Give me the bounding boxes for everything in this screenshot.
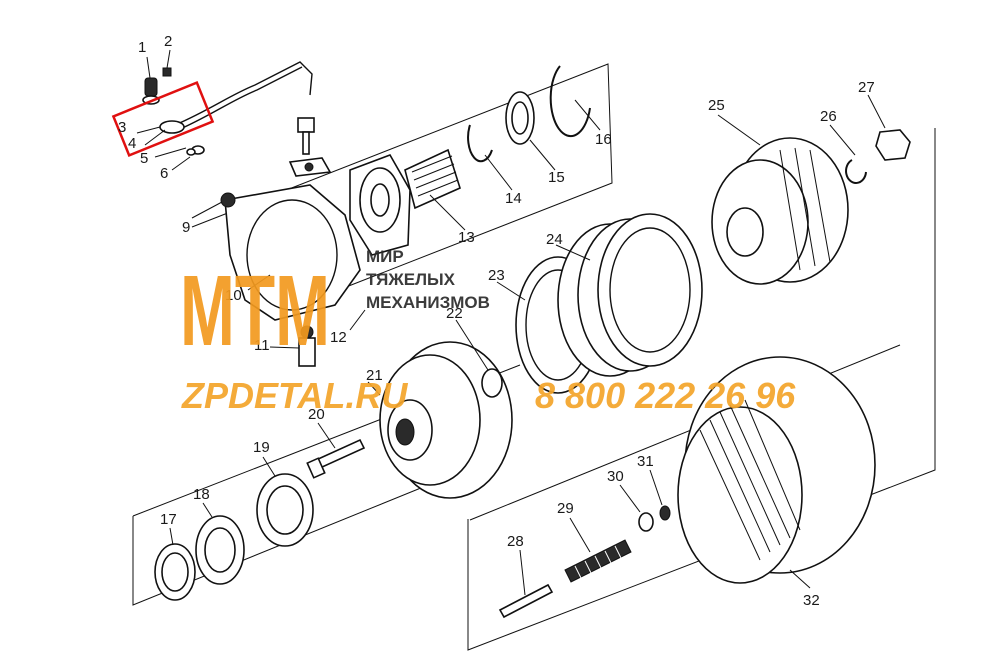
part-clutch-drum — [379, 341, 513, 499]
label-17: 17 — [160, 511, 177, 528]
logo-line-3: МЕХАНИЗМОВ — [366, 293, 490, 312]
label-4: 4 — [128, 135, 136, 152]
part-bolt-washer — [288, 117, 332, 177]
label-25: 25 — [708, 97, 725, 114]
label-30: 30 — [607, 468, 624, 485]
watermark-phone: 8 800 222 26 96 — [535, 375, 796, 416]
label-32: 32 — [803, 592, 820, 609]
label-31: 31 — [637, 453, 654, 470]
label-15: 15 — [548, 169, 565, 186]
label-6: 6 — [160, 165, 168, 182]
label-9: 9 — [182, 219, 190, 236]
label-11: 11 — [254, 337, 270, 354]
part-small-rings — [845, 129, 911, 184]
logo-line-2: ТЯЖЕЛЫХ — [366, 270, 456, 289]
part-rings — [467, 65, 591, 163]
label-21: 21 — [366, 367, 383, 384]
part-housing — [220, 184, 361, 367]
label-14: 14 — [505, 190, 522, 207]
label-20: 20 — [308, 406, 325, 423]
logo-line-1: МИР — [366, 247, 404, 266]
label-28: 28 — [507, 533, 524, 550]
brand-logo: МТМ МИР ТЯЖЕЛЫХ МЕХАНИЗМОВ — [180, 247, 490, 367]
label-24: 24 — [546, 231, 563, 248]
part-discs — [515, 213, 703, 394]
logo-letters: МТМ — [180, 255, 330, 367]
label-3: 3 — [118, 119, 126, 136]
watermark-site: ZPDETAL.RU — [181, 375, 408, 416]
label-19: 19 — [253, 439, 270, 456]
leader-lines — [136, 49, 886, 596]
part-washer — [481, 368, 503, 398]
part-ring-gear — [677, 356, 876, 584]
label-23: 23 — [488, 267, 505, 284]
watermark: ZPDETAL.RU 8 800 222 26 96 — [181, 375, 796, 416]
label-26: 26 — [820, 108, 837, 125]
label-1: 1 — [138, 39, 146, 56]
part-labels: 1 2 3 4 5 6 9 10 11 12 13 14 15 16 17 18… — [118, 33, 875, 609]
label-12: 12 — [330, 329, 347, 346]
label-16: 16 — [595, 131, 612, 148]
part-group-fittings — [111, 61, 313, 157]
part-bearings — [154, 473, 314, 601]
part-pins — [498, 505, 671, 619]
label-22: 22 — [446, 305, 463, 322]
label-10: 10 — [225, 287, 242, 304]
label-18: 18 — [193, 486, 210, 503]
label-13: 13 — [458, 229, 475, 246]
label-2: 2 — [164, 33, 172, 50]
part-drum — [711, 137, 849, 285]
highlight-box — [111, 81, 215, 157]
label-29: 29 — [557, 500, 574, 517]
label-5: 5 — [140, 150, 148, 167]
part-flange-shaft — [349, 148, 461, 256]
part-bolt — [306, 438, 366, 479]
label-27: 27 — [858, 79, 875, 96]
